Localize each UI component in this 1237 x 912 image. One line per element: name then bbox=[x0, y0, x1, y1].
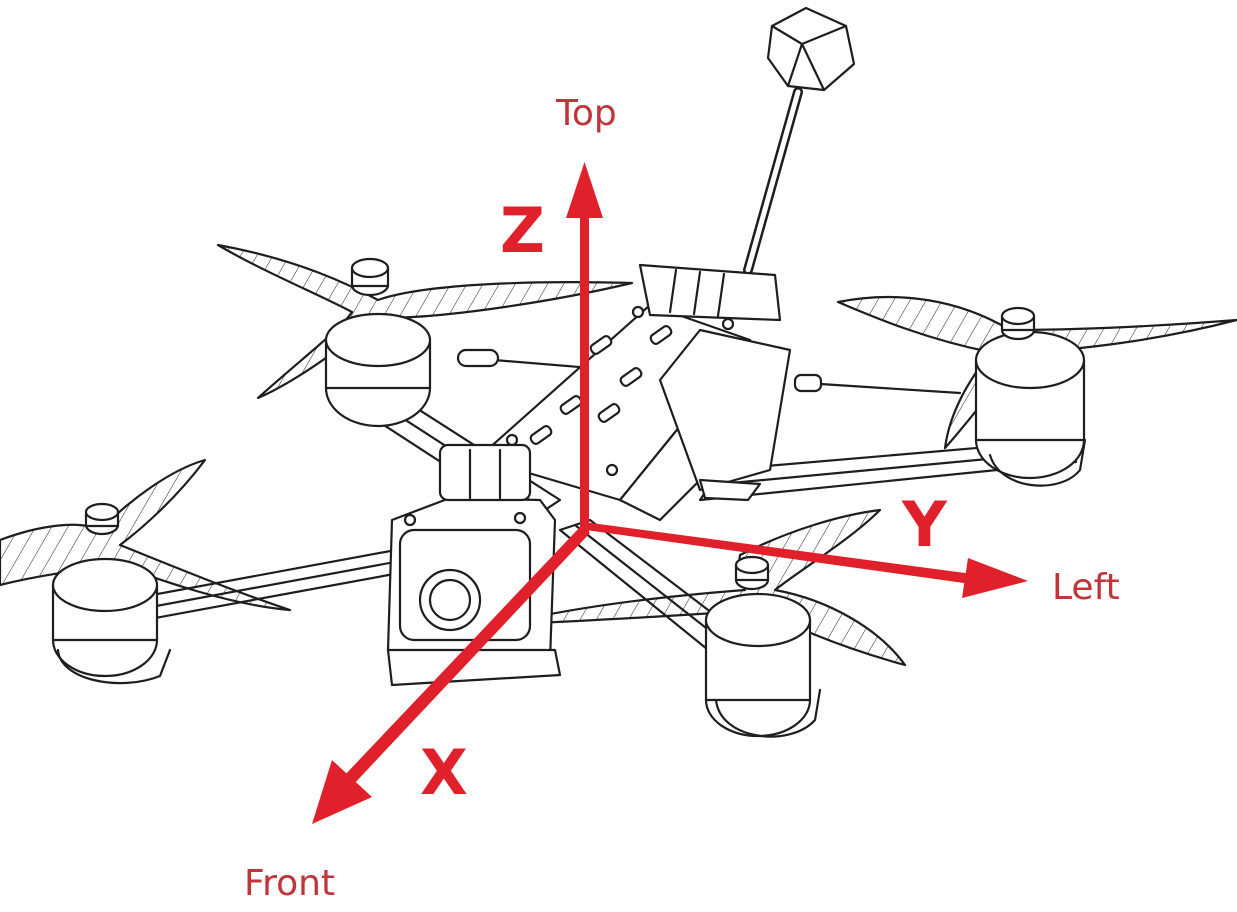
y-axis-shaft bbox=[584, 522, 980, 585]
y-axis-letter: Y bbox=[902, 488, 947, 561]
axis-arrows bbox=[312, 162, 1028, 824]
x-axis-shaft bbox=[342, 527, 590, 786]
center-body bbox=[476, 263, 792, 522]
drone-line-art bbox=[0, 6, 1237, 738]
z-axis-arrowhead bbox=[566, 162, 603, 218]
y-axis-arrowhead bbox=[962, 558, 1028, 598]
motor-back-right bbox=[836, 295, 1237, 487]
top-label: Top bbox=[556, 93, 617, 134]
z-axis-shaft bbox=[580, 210, 589, 533]
motor-front-left bbox=[0, 458, 292, 685]
motor-front-right bbox=[498, 508, 907, 738]
motor-back-left bbox=[216, 243, 634, 428]
x-axis-letter: X bbox=[420, 736, 468, 809]
camera-cage bbox=[386, 443, 562, 687]
antenna bbox=[743, 6, 856, 275]
x-axis-arrowhead bbox=[312, 760, 372, 824]
front-label: Front bbox=[244, 863, 336, 904]
left-label: Left bbox=[1052, 567, 1120, 608]
z-axis-letter: Z bbox=[500, 194, 545, 267]
